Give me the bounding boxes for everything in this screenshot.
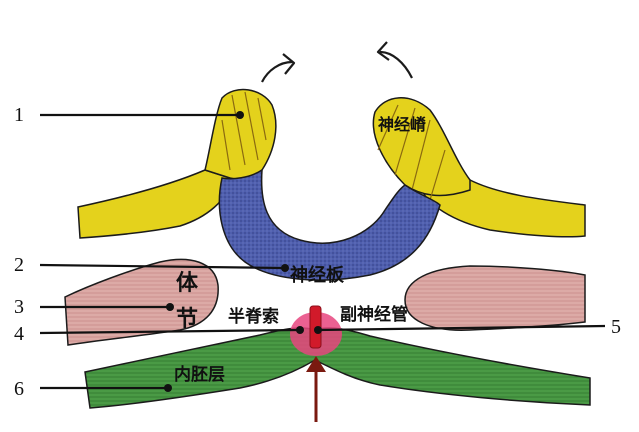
neural-plate bbox=[218, 168, 441, 281]
label-number-6: 6 bbox=[14, 378, 24, 400]
endoderm bbox=[84, 327, 591, 409]
label-somite-char2: 节 bbox=[176, 307, 198, 332]
curved-arrow-left bbox=[261, 53, 296, 83]
leader-line-2 bbox=[39, 263, 286, 270]
right-somite bbox=[404, 265, 586, 331]
right-ectoderm-fold bbox=[419, 179, 586, 238]
curved-arrow-right bbox=[376, 41, 413, 79]
leader-lines bbox=[39, 113, 606, 390]
leader-dots bbox=[164, 111, 322, 392]
label-neural-crest: 神经嵴 bbox=[378, 115, 427, 134]
label-paraxial-notochord: 半脊索 bbox=[228, 306, 279, 327]
left-somite bbox=[64, 258, 219, 346]
label-endoderm: 内胚层 bbox=[174, 364, 225, 385]
right-neural-crest bbox=[372, 97, 471, 197]
leader-line-5 bbox=[317, 324, 606, 332]
label-neural-plate: 神经板 bbox=[290, 264, 345, 286]
label-somite-char1: 体 bbox=[176, 271, 199, 296]
label-number-5: 5 bbox=[611, 316, 621, 338]
left-crest-hatching bbox=[221, 91, 267, 171]
label-number-3: 3 bbox=[14, 296, 24, 318]
label-number-4: 4 bbox=[14, 323, 24, 345]
label-number-2: 2 bbox=[14, 254, 24, 276]
left-ectoderm-fold bbox=[77, 169, 231, 239]
right-crest-hatching bbox=[377, 104, 446, 201]
label-number-1: 1 bbox=[14, 104, 24, 126]
upward-arrow bbox=[306, 356, 326, 422]
label-accessory-neural-tube: 副神经管 bbox=[340, 304, 408, 325]
leader-line-4 bbox=[39, 328, 301, 335]
